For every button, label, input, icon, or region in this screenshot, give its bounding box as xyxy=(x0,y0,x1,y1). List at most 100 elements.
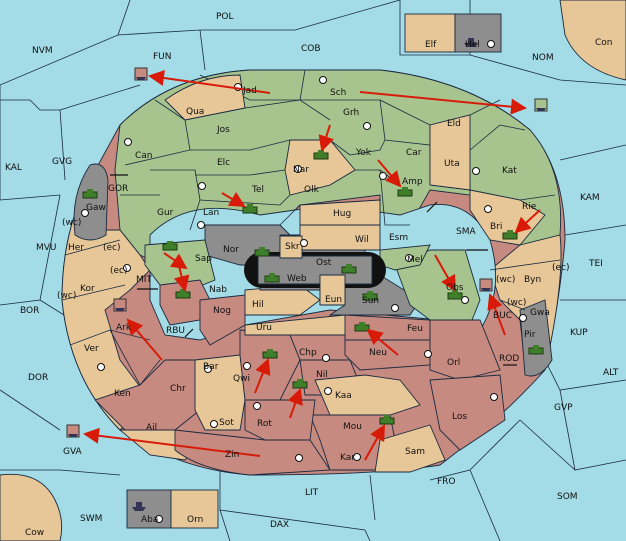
label-mel: Mel xyxy=(407,255,423,265)
label-kor-ec: (ec) xyxy=(110,266,128,276)
label-gwa-wc: (wc) xyxy=(507,298,526,308)
fleet-unit-icon xyxy=(464,38,478,47)
label-byn-wc: (wc) xyxy=(496,275,515,285)
label-nog: Nog xyxy=(213,306,231,316)
label-skr: Skr xyxy=(285,242,300,252)
label-sma: SMA xyxy=(456,227,476,237)
region-group-west xyxy=(61,178,151,431)
army-unit-icon xyxy=(242,204,258,214)
label-con: Con xyxy=(595,38,613,48)
region-pir[interactable] xyxy=(519,299,553,377)
fleet-unit-icon xyxy=(113,298,127,312)
label-ail: Ail xyxy=(146,423,157,433)
region-neu[interactable] xyxy=(344,339,431,371)
label-gva: GVA xyxy=(63,447,83,457)
label-fun: FUN xyxy=(153,52,172,62)
label-nil: Nil xyxy=(316,370,328,380)
label-her: Her xyxy=(68,243,84,253)
label-gor: GOR xyxy=(108,184,128,194)
region-los[interactable] xyxy=(429,374,506,451)
label-uru: Uru xyxy=(256,323,272,333)
label-ken: Ken xyxy=(114,389,131,399)
label-pol: POL xyxy=(216,12,234,22)
army-unit-icon xyxy=(362,291,378,301)
fleet-unit-icon xyxy=(534,98,548,112)
label-obs: Obs xyxy=(446,283,464,293)
label-elf: Elf xyxy=(425,40,437,50)
label-dor: DOR xyxy=(28,373,48,383)
label-chp: Chp xyxy=(299,348,317,358)
label-dax: DAX xyxy=(270,520,289,530)
labels: POL COB NVM FUN NOM Con KAL GVG GOR KAM … xyxy=(5,12,619,538)
label-lit: LIT xyxy=(305,488,319,498)
army-unit-icon xyxy=(254,247,270,257)
label-uta: Uta xyxy=(444,159,460,169)
label-byn-ec: (ec) xyxy=(552,263,570,273)
army-unit-icon xyxy=(162,241,178,251)
region-obs[interactable] xyxy=(394,249,481,326)
label-som: SOM xyxy=(557,492,578,502)
army-unit-icon xyxy=(379,415,395,425)
region-cow[interactable] xyxy=(0,473,63,541)
label-swm: SWM xyxy=(80,514,102,524)
label-elc: Elc xyxy=(217,158,230,168)
label-gwa: Gwa xyxy=(530,308,550,318)
label-jos: Jos xyxy=(216,125,230,135)
label-gaw-wc: (wc) xyxy=(62,218,81,228)
label-kar: Kar xyxy=(340,453,355,463)
army-unit-icon xyxy=(397,187,413,197)
label-nvm: NVM xyxy=(32,46,53,56)
army-unit-icon xyxy=(354,322,370,332)
label-bri: Bri xyxy=(490,222,502,232)
region-gaw[interactable] xyxy=(73,163,109,241)
label-esm: Esm xyxy=(389,233,408,243)
label-orl: Orl xyxy=(447,358,460,368)
label-rie: Rie xyxy=(522,202,537,212)
fleet-units[interactable] xyxy=(66,38,548,511)
label-amp: Amp xyxy=(402,177,423,187)
order-arrows xyxy=(83,70,541,461)
label-byn: Byn xyxy=(524,275,541,285)
label-mvu: MVU xyxy=(36,243,57,253)
fleet-unit-icon xyxy=(132,502,146,511)
label-gvp: GVP xyxy=(554,403,573,413)
army-unit-icon xyxy=(262,349,278,359)
label-her-ec: (ec) xyxy=(103,243,121,253)
label-sot: Sot xyxy=(219,418,234,428)
region-orn[interactable] xyxy=(170,489,219,529)
label-ver: Ver xyxy=(84,344,99,354)
passage-markers xyxy=(110,174,517,366)
label-kor: Kor xyxy=(80,284,95,294)
label-bor: BOR xyxy=(20,306,39,316)
label-kal: KAL xyxy=(5,163,22,173)
supply-centers xyxy=(81,40,527,523)
army-unit-icon xyxy=(313,150,329,160)
fleet-unit-icon xyxy=(66,424,80,438)
label-nom: NOM xyxy=(532,53,554,63)
region-nog[interactable] xyxy=(199,294,246,346)
label-nor: Nor xyxy=(223,245,239,255)
label-nab: Nab xyxy=(209,285,227,295)
fleet-unit-icon xyxy=(134,67,148,81)
label-kup: KUP xyxy=(570,328,588,338)
region-zin[interactable] xyxy=(174,429,331,476)
label-rbu: RBU xyxy=(166,326,185,336)
label-gur: Gur xyxy=(157,208,174,218)
label-kat: Kat xyxy=(502,166,517,176)
army-units[interactable] xyxy=(82,150,544,425)
label-hel: Hel xyxy=(465,40,480,50)
label-sun: Sun xyxy=(362,296,379,306)
label-sch: Sch xyxy=(330,88,346,98)
region-elf[interactable] xyxy=(404,13,456,53)
label-kam: KAM xyxy=(580,193,600,203)
label-mit: MIT xyxy=(136,275,152,285)
label-los: Los xyxy=(452,412,467,422)
region-sam[interactable] xyxy=(374,424,446,473)
label-gaw: Gaw xyxy=(86,203,106,213)
region-orl[interactable] xyxy=(429,319,501,381)
label-rod: ROD xyxy=(499,354,519,364)
label-chr: Chr xyxy=(170,384,186,394)
label-nar: Nar xyxy=(293,165,309,175)
region-hug[interactable] xyxy=(299,199,381,226)
label-pir: Pir xyxy=(524,330,536,340)
